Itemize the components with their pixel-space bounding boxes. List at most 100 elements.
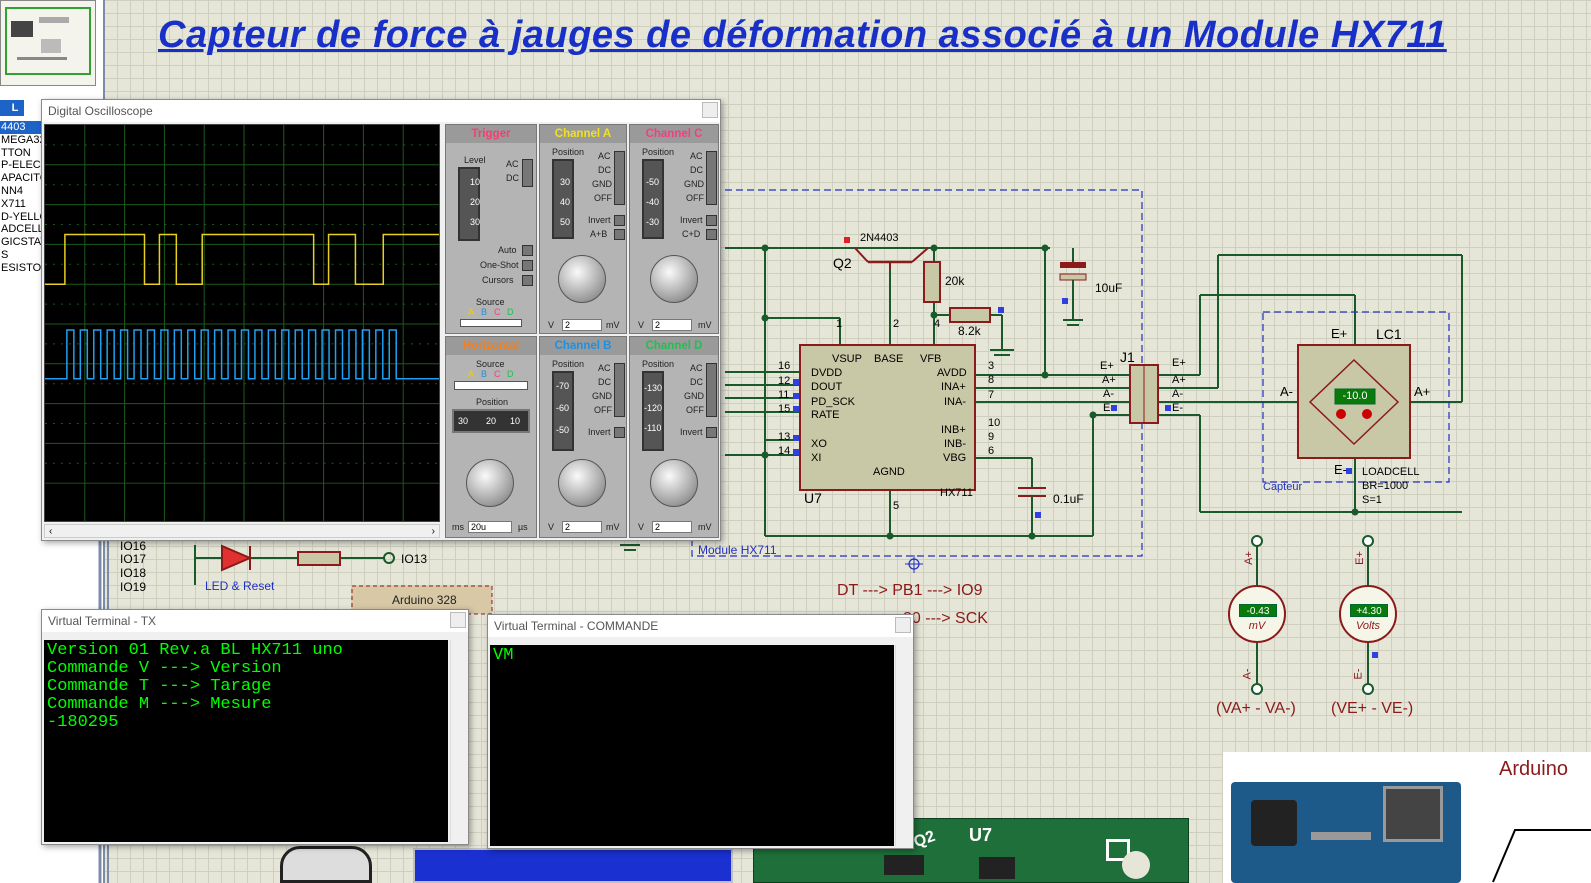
channel-d-coupling-switch[interactable]: [706, 363, 717, 417]
volt-meter-top: E+: [1353, 551, 1366, 565]
probe-marker: [1035, 512, 1041, 518]
horizontal-source-slider[interactable]: [454, 381, 528, 390]
probe-marker: [844, 237, 850, 243]
list-item[interactable]: S: [1, 248, 9, 261]
pin-num: 14: [778, 445, 791, 457]
list-item[interactable]: GICSTAT: [1, 236, 48, 249]
oscilloscope-scrollbar[interactable]: ‹ ›: [44, 524, 440, 538]
channel-c-volts-value[interactable]: 2: [652, 319, 692, 331]
channel-b-invert-toggle[interactable]: [614, 427, 625, 438]
loadcell-decrement-button[interactable]: [1336, 409, 1346, 419]
mv-label: mV: [606, 320, 620, 330]
terminal-tx-window[interactable]: Virtual Terminal - TX Version 01 Rev.a B…: [41, 609, 469, 845]
invert-label: Invert: [680, 215, 703, 225]
tick-label: -50: [646, 177, 660, 187]
channel-c-combine-toggle[interactable]: [706, 229, 717, 240]
one-shot-toggle[interactable]: [522, 260, 533, 271]
terminal-command-screen[interactable]: VM: [490, 645, 894, 846]
overview-thumbnail[interactable]: [0, 0, 96, 86]
horizontal-position-slider[interactable]: 30 20 10: [452, 409, 530, 433]
timebase-value[interactable]: 20u: [468, 521, 512, 533]
probe-marker: [1111, 405, 1117, 411]
pin-num: 12: [778, 375, 791, 387]
channel-a-volts-value[interactable]: 2: [562, 319, 602, 331]
oscilloscope-screen: [44, 124, 440, 522]
list-item[interactable]: ADCELL: [1, 223, 44, 236]
source-c: C: [494, 307, 501, 317]
trigger-source-slider[interactable]: [460, 319, 522, 327]
loadcell-increment-button[interactable]: [1362, 409, 1372, 419]
mv-meter-value: -0.43: [1239, 604, 1277, 617]
trigger-level-slider[interactable]: [458, 167, 480, 241]
pin-num: 13: [778, 431, 791, 443]
pin-num: 10: [988, 417, 1001, 429]
channel-a-combine-toggle[interactable]: [614, 229, 625, 240]
channel-a-position-slider[interactable]: [552, 159, 574, 239]
position-label: Position: [552, 147, 585, 157]
channel-c-position-slider[interactable]: [642, 159, 664, 239]
scroll-left-icon[interactable]: ‹: [49, 526, 53, 537]
terminal-command-window[interactable]: Virtual Terminal - COMMANDE VM: [487, 614, 914, 849]
oscilloscope-window[interactable]: Digital Oscilloscope Trigger Level 10 20…: [41, 99, 721, 541]
channel-c-volts-knob[interactable]: [650, 255, 698, 303]
trigger-coupling-switch[interactable]: [522, 159, 533, 187]
probe-marker: [793, 449, 799, 455]
terminal-tx-scrollbar[interactable]: [450, 640, 466, 842]
invert-label: Invert: [588, 215, 611, 225]
c-01uf-label: 0.1uF: [1053, 492, 1084, 506]
pin-num: 9: [988, 431, 995, 443]
channel-b-label: Channel B: [540, 337, 626, 355]
list-item[interactable]: MEGA32: [1, 133, 46, 146]
library-button[interactable]: L: [6, 100, 24, 116]
channel-c-coupling-switch[interactable]: [706, 151, 717, 205]
list-item[interactable]: D-YELLO: [1, 210, 49, 223]
scroll-right-icon[interactable]: ›: [431, 526, 435, 537]
list-item[interactable]: ESISTOR: [1, 261, 50, 274]
tick-label: 40: [560, 197, 571, 207]
channel-b-coupling-switch[interactable]: [614, 363, 625, 417]
j1-pin: E-: [1172, 402, 1183, 414]
channel-d-volts-value[interactable]: 2: [652, 521, 692, 533]
terminal-line: Commande V ---> Version: [47, 659, 282, 678]
cursors-toggle[interactable]: [522, 275, 533, 286]
channel-d-label: Channel D: [630, 337, 718, 355]
u7-part: HX711: [940, 487, 973, 499]
channel-b-trace: [45, 329, 439, 380]
terminal-tx-title: Virtual Terminal - TX: [42, 610, 468, 632]
lc1-terminal: E-: [1334, 462, 1347, 477]
channel-d-volts-knob[interactable]: [650, 459, 698, 507]
list-item[interactable]: P-ELEC: [1, 159, 41, 172]
close-button[interactable]: [895, 617, 911, 633]
list-item[interactable]: NN4: [1, 184, 24, 197]
channel-b-volts-value[interactable]: 2: [562, 521, 602, 533]
pin-vsup: VSUP: [832, 353, 862, 365]
list-item[interactable]: TTON: [1, 146, 31, 159]
channel-d-invert-toggle[interactable]: [706, 427, 717, 438]
schematic-title: Capteur de force à jauges de déformation…: [158, 14, 1447, 56]
channel-d-position-slider[interactable]: [642, 371, 664, 451]
mv-meter-caption: (VA+ - VA-): [1216, 700, 1296, 717]
level-label: Level: [464, 155, 486, 165]
terminal-command-scrollbar[interactable]: [895, 645, 911, 846]
timebase-knob[interactable]: [466, 459, 514, 507]
io-label: IO18: [120, 566, 147, 580]
channel-b-position-slider[interactable]: [552, 371, 574, 451]
source-a: A: [468, 369, 475, 379]
coupling-label: AC: [690, 363, 703, 373]
list-item[interactable]: X711: [1, 197, 26, 210]
oscilloscope-title: Digital Oscilloscope: [42, 100, 720, 122]
j1-pin: A+: [1102, 374, 1116, 386]
close-button[interactable]: [450, 612, 466, 628]
channel-b-volts-knob[interactable]: [558, 459, 606, 507]
coupling-label: OFF: [686, 405, 704, 415]
channel-a-volts-knob[interactable]: [558, 255, 606, 303]
channel-a-invert-toggle[interactable]: [614, 215, 625, 226]
close-button[interactable]: [702, 102, 718, 118]
auto-toggle[interactable]: [522, 245, 533, 256]
channel-c-invert-toggle[interactable]: [706, 215, 717, 226]
terminal-line: Commande T ---> Tarage: [47, 677, 272, 696]
pin-num: 11: [778, 389, 790, 401]
channel-a-coupling-switch[interactable]: [614, 151, 625, 205]
pin-num: 15: [778, 403, 791, 415]
